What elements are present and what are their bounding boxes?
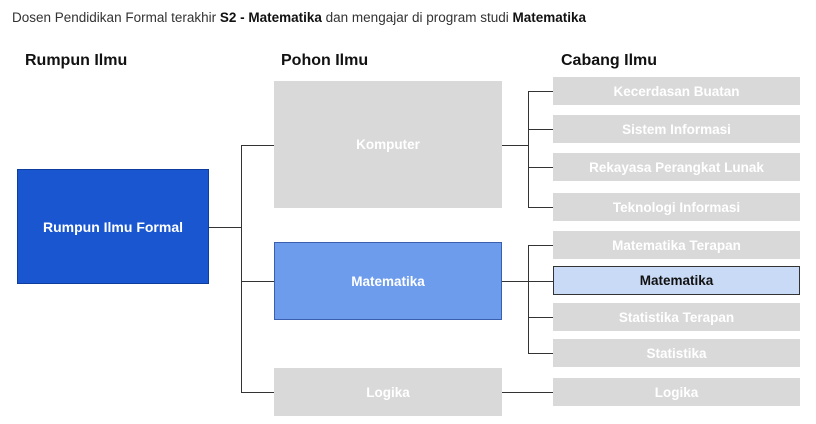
cabang-matematika-terapan-box: Matematika Terapan — [553, 231, 800, 259]
cabang-label: Statistika Terapan — [618, 309, 735, 325]
cabang-teknologi-informasi-box: Teknologi Informasi — [553, 193, 800, 221]
cabang-sistem-informasi-box: Sistem Informasi — [553, 115, 800, 143]
intro-part1: Dosen Pendidikan Formal terakhir — [12, 10, 220, 25]
cabang-matematika-box: Matematika — [553, 266, 800, 295]
intro-text: Dosen Pendidikan Formal terakhir S2 - Ma… — [12, 10, 586, 25]
intro-degree: S2 - Matematika — [219, 10, 322, 25]
cabang-label: Matematika Terapan — [612, 237, 741, 253]
cabang-logika-box: Logika — [553, 378, 800, 406]
cabang-statistika-terapan-box: Statistika Terapan — [553, 303, 800, 331]
cabang-statistika-box: Statistika — [553, 339, 800, 367]
pohon-komputer-box: Komputer — [274, 81, 502, 208]
rumpun-label: Rumpun Ilmu Formal — [43, 218, 183, 235]
cabang-label: Statistika — [646, 345, 707, 361]
pohon-matematika-box: Matematika — [274, 242, 502, 320]
cabang-kecerdasan-buatan-box: Kecerdasan Buatan — [553, 77, 800, 105]
cabang-label: Kecerdasan Buatan — [613, 83, 740, 99]
header-pohon-ilmu: Pohon Ilmu — [281, 52, 369, 69]
header-cabang-ilmu: Cabang Ilmu — [561, 52, 658, 69]
cabang-label: Sistem Informasi — [622, 121, 731, 137]
cabang-label: Teknologi Informasi — [612, 199, 741, 215]
cabang-rekayasa-perangkat-lunak-box: Rekayasa Perangkat Lunak — [553, 153, 800, 181]
intro-part2: dan mengajar di program studi — [321, 10, 513, 25]
intro-program: Matematika — [512, 10, 587, 25]
pohon-label: Matematika — [351, 273, 425, 289]
cabang-label: Matematika — [639, 273, 714, 288]
cabang-label: Logika — [654, 384, 699, 400]
cabang-label: Rekayasa Perangkat Lunak — [589, 159, 764, 175]
pohon-label: Komputer — [356, 137, 420, 152]
pohon-label: Logika — [366, 384, 410, 400]
pohon-logika-box: Logika — [274, 368, 502, 416]
header-rumpun-ilmu: Rumpun Ilmu — [25, 52, 128, 69]
rumpun-ilmu-formal-box: Rumpun Ilmu Formal — [17, 169, 209, 284]
